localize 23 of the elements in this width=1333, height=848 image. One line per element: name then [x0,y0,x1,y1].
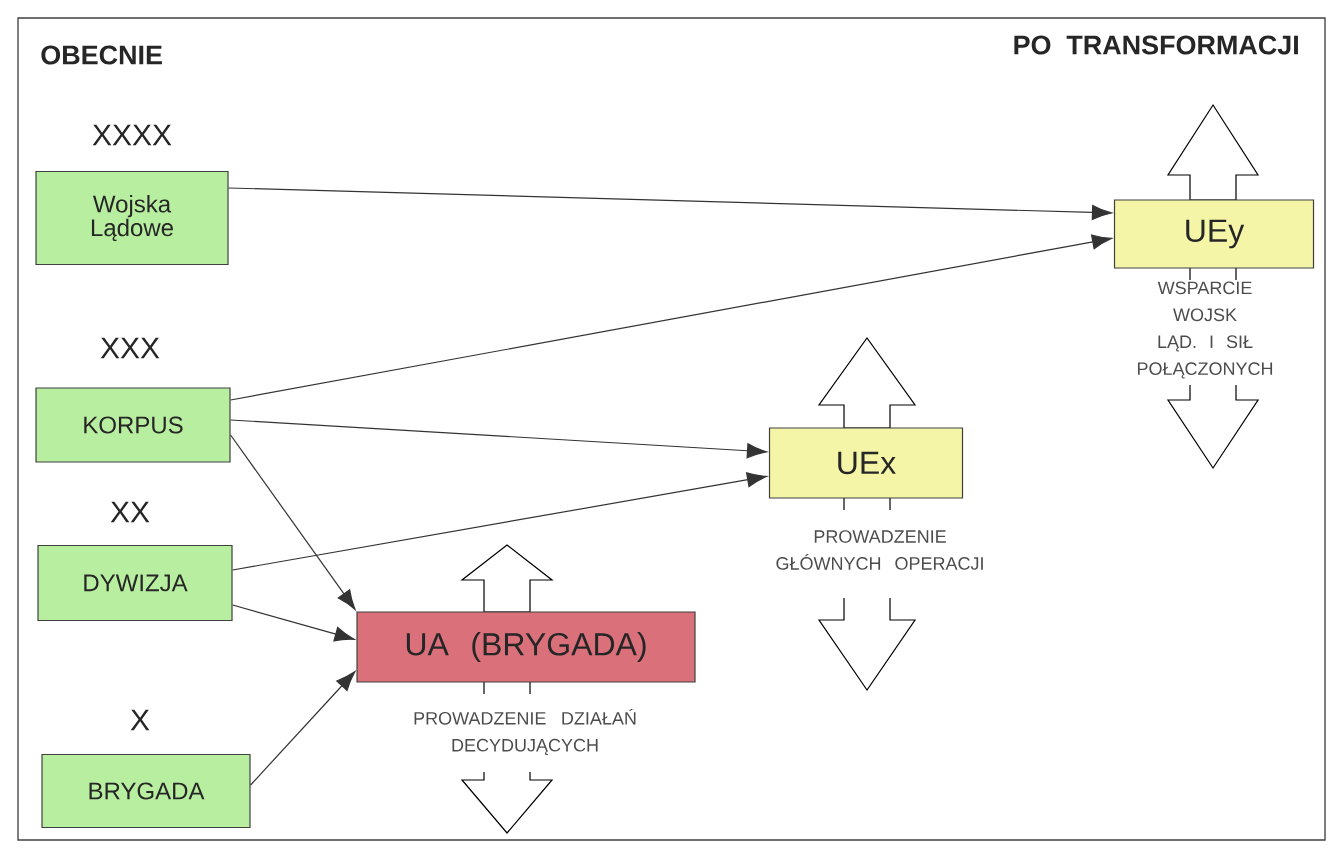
unit-box: DYWIZJA [37,544,233,622]
arrow [230,434,356,610]
arrow [230,419,767,459]
section-heading: PO TRANSFORMACJI [1014,35,1298,55]
rank-symbol: XX [110,501,150,523]
unit-box: KORPUS [35,387,231,463]
section-heading: OBECNIE [41,45,162,65]
unit-box: UA (BRYGADA) [356,611,696,683]
arrow [232,472,767,571]
unit-box: BRYGADA [41,753,251,829]
unit-box: UEy [1113,199,1315,269]
rank-symbol: XXX [100,337,160,359]
arrow [232,604,355,642]
rank-symbol: XXXX [92,124,172,146]
node-caption: PROWADZENIE DZIAŁAŃ DECYDUJĄCYCH [414,708,636,756]
arrow [250,671,356,786]
arrow [230,234,1112,401]
node-caption: PROWADZENIE GŁÓWNYCH OPERACJI [776,530,983,570]
arrow [228,187,1112,220]
node-caption: WSPARCIE WOJSK LĄD. I SIŁ POŁĄCZONYCH [1138,281,1273,379]
unit-box: UEx [768,427,964,499]
unit-box: Wojska Lądowe [35,170,229,266]
rank-symbol: X [130,709,150,731]
